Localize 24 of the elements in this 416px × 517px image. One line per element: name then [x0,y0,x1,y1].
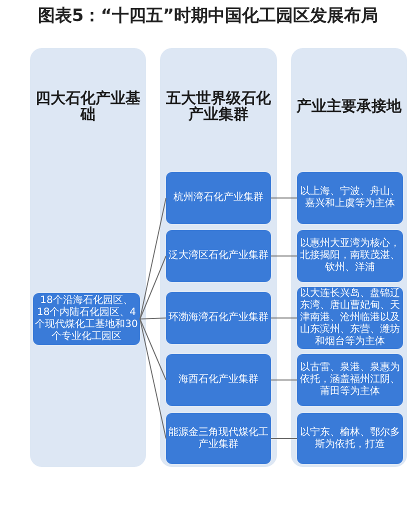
column-heading: 五大世界级石化产业集群 [166,90,272,122]
text-box: 能源金三角现代煤化工产业集群 [166,413,271,464]
text-box: 以惠州大亚湾为核心，北接揭阳，南联茂湛、钦州、洋浦 [297,230,403,282]
connector-line [140,318,166,439]
text-box: 以宁东、榆林、鄂尔多斯为依托，打造 [297,413,403,464]
column-panel [160,48,277,467]
column-heading: 产业主要承接地 [296,98,402,114]
text-box: 18个沿海石化园区、18个内陆石化园区、4个现代煤化工基地和30个专业化工园区 [33,293,140,345]
text-box: 以古雷、泉港、泉惠为依托，涵盖福州江阴、莆田等为主体 [297,354,403,406]
column-heading: 四大石化产业基础 [35,90,141,122]
text-box: 以大连长兴岛、盘锦辽东湾、唐山曹妃甸、天津南港、沧州临港以及山东滨州、东营、潍坊和烟台等为主体 [297,287,403,349]
column-panel [30,48,146,467]
column-panel [291,48,407,467]
text-box: 杭州湾石化产业集群 [166,172,271,224]
connector-line [270,438,298,439]
text-box: 以上海、宁波、舟山、嘉兴和上虞等为主体 [297,172,403,224]
text-box: 环渤海湾石化产业集群 [166,292,271,344]
text-box: 海西石化产业集群 [166,354,271,406]
title: 图表5：“十四五”时期中国化工园区发展布局 [38,5,378,27]
connector-line [140,198,166,320]
connector-line [140,318,166,320]
connector-line [140,318,166,380]
text-box: 泛大湾区石化产业集群 [166,230,271,282]
connector-line [140,256,166,320]
